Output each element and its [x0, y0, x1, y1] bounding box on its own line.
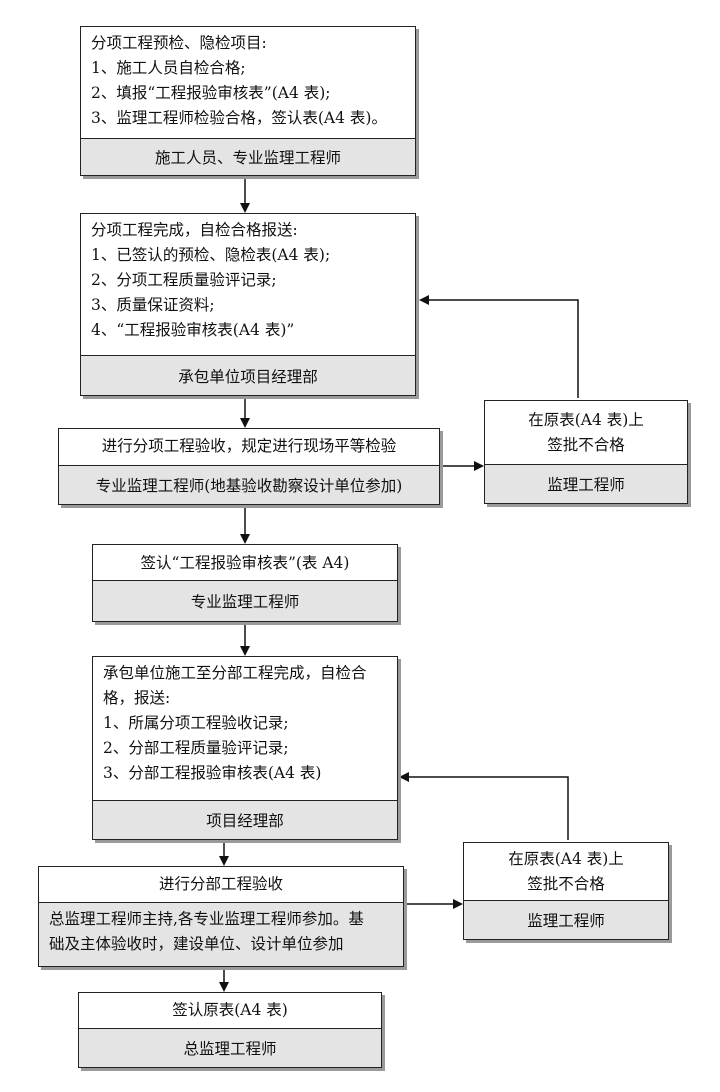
- step-role: 总监理工程师: [79, 1028, 381, 1067]
- step-line: 在原表(A4 表)上: [528, 411, 644, 429]
- step-line: 2、分项工程质量验评记录;: [91, 271, 277, 289]
- step-line: 3、质量保证资料;: [91, 296, 215, 314]
- step-body: 在原表(A4 表)上 签批不合格: [485, 401, 687, 458]
- step-role: 总监理工程师主持,各专业监理工程师参加。基 础及主体验收时，建设单位、设计单位参…: [39, 902, 403, 966]
- step-body: 进行分部工程验收: [39, 867, 403, 897]
- step-subitem-precheck: 分项工程预检、隐检项目: 1、施工人员自检合格; 2、填报“工程报验审核表”(A…: [80, 26, 416, 176]
- step-role-line: 总监理工程师主持,各专业监理工程师参加。基: [49, 910, 364, 928]
- step-line: 4、“工程报验审核表(A4 表)”: [91, 321, 295, 339]
- step-line: 格，报送:: [103, 689, 171, 707]
- step-body: 分项工程完成，自检合格报送: 1、已签认的预检、隐检表(A4 表); 2、分项工…: [81, 214, 415, 343]
- step-line: 签批不合格: [547, 436, 625, 454]
- step-line: 签认“工程报验审核表”(表 A4): [140, 554, 350, 572]
- step-sign-original: 签认原表(A4 表) 总监理工程师: [78, 992, 382, 1068]
- step-body: 签认“工程报验审核表”(表 A4): [93, 545, 397, 576]
- step-division-acceptance: 进行分部工程验收 总监理工程师主持,各专业监理工程师参加。基 础及主体验收时，建…: [38, 866, 404, 967]
- step-line: 2、分部工程质量验评记录;: [103, 739, 289, 757]
- step-role-line: 础及主体验收时，建设单位、设计单位参加: [49, 935, 344, 953]
- step-role: 承包单位项目经理部: [81, 355, 415, 395]
- step-role: 监理工程师: [464, 900, 668, 939]
- step-sign-report: 签认“工程报验审核表”(表 A4) 专业监理工程师: [92, 544, 398, 622]
- step-body: 分项工程预检、隐检项目: 1、施工人员自检合格; 2、填报“工程报验审核表”(A…: [81, 27, 415, 131]
- step-line: 在原表(A4 表)上: [508, 850, 624, 868]
- step-line: 进行分部工程验收: [158, 875, 283, 893]
- step-line: 2、填报“工程报验审核表”(A4 表);: [91, 84, 331, 102]
- step-subitem-complete: 分项工程完成，自检合格报送: 1、已签认的预检、隐检表(A4 表); 2、分项工…: [80, 213, 416, 396]
- step-subitem-acceptance: 进行分项工程验收，规定进行现场平等检验 专业监理工程师(地基验收勘察设计单位参加…: [58, 428, 440, 505]
- step-line: 签批不合格: [527, 875, 605, 893]
- step-line: 3、分部工程报验审核表(A4 表): [103, 764, 322, 782]
- step-line: 1、已签认的预检、隐检表(A4 表);: [91, 246, 331, 264]
- step-body: 在原表(A4 表)上 签批不合格: [464, 843, 668, 897]
- step-role: 项目经理部: [93, 800, 397, 839]
- step-line: 3、监理工程师检验合格，签认表(A4 表)。: [91, 109, 387, 127]
- step-line: 签认原表(A4 表): [172, 1001, 288, 1019]
- step-role: 专业监理工程师(地基验收勘察设计单位参加): [59, 465, 439, 504]
- step-role: 专业监理工程师: [93, 580, 397, 621]
- step-body: 承包单位施工至分部工程完成，自检合 格，报送: 1、所属分项工程验收记录; 2、…: [93, 657, 397, 786]
- step-body: 签认原表(A4 表): [79, 993, 381, 1023]
- arrow-reject1-to-box2: [419, 295, 579, 398]
- step-line: 1、所属分项工程验收记录;: [103, 714, 289, 732]
- arrow-reject2-to-box5: [399, 772, 569, 840]
- reject-box-division: 在原表(A4 表)上 签批不合格 监理工程师: [463, 842, 669, 940]
- step-body: 进行分项工程验收，规定进行现场平等检验: [59, 429, 439, 459]
- step-division-complete: 承包单位施工至分部工程完成，自检合 格，报送: 1、所属分项工程验收记录; 2、…: [92, 656, 398, 840]
- reject-box-subitem: 在原表(A4 表)上 签批不合格 监理工程师: [484, 400, 688, 504]
- step-line: 分项工程预检、隐检项目:: [91, 34, 267, 52]
- step-role: 监理工程师: [485, 464, 687, 503]
- step-line: 1、施工人员自检合格;: [91, 59, 246, 77]
- step-line: 进行分项工程验收，规定进行现场平等检验: [101, 437, 397, 455]
- step-role: 施工人员、专业监理工程师: [81, 138, 415, 175]
- step-line: 承包单位施工至分部工程完成，自检合: [103, 664, 367, 682]
- step-line: 分项工程完成，自检合格报送:: [91, 221, 298, 239]
